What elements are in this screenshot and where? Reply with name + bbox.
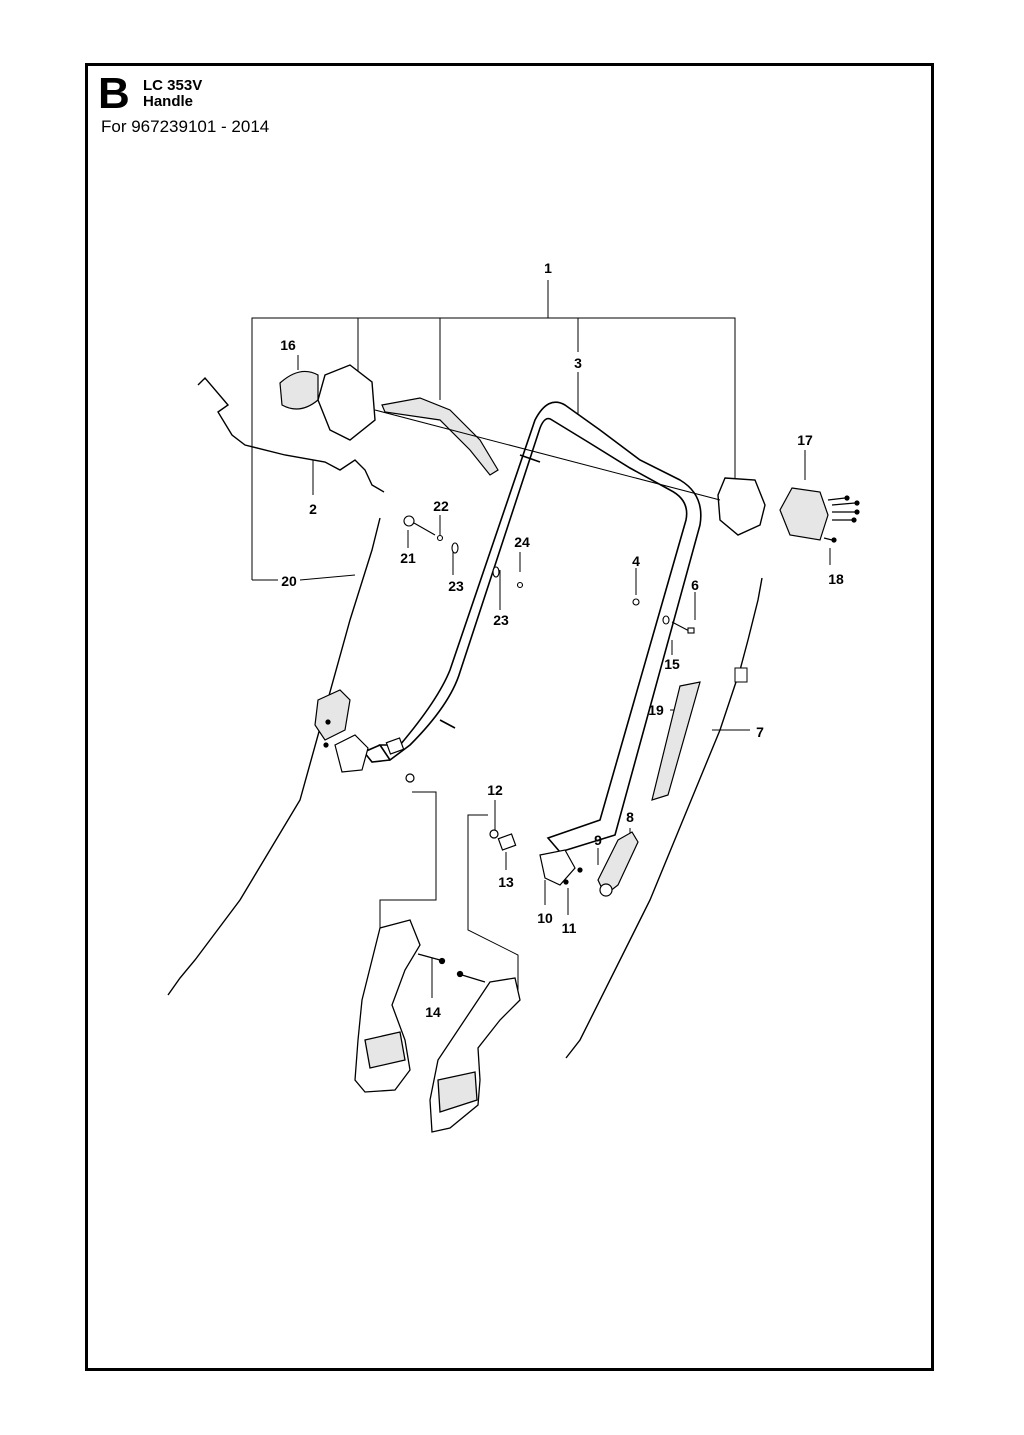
- part-7-cable-clip: [734, 667, 748, 683]
- handle-tube: [362, 401, 702, 853]
- callout-15: 15: [664, 656, 680, 672]
- callout-11: 11: [562, 920, 577, 936]
- right-lever-assembly: [489, 829, 639, 897]
- hardware-21-24: [403, 515, 524, 589]
- left-lever-assembly: [314, 689, 415, 783]
- part-19-grip: [651, 681, 701, 801]
- callout-13: 13: [498, 874, 514, 890]
- callout-7: 7: [756, 724, 764, 740]
- callout-19: 19: [648, 702, 664, 718]
- part-14-lower-brackets: [354, 919, 521, 1133]
- callout-16: 16: [280, 337, 296, 353]
- diagram-subtitle: Handle: [143, 93, 194, 110]
- section-letter: B: [98, 69, 130, 118]
- part-control-cable-top: [374, 409, 721, 501]
- part-20-cable: [167, 517, 381, 996]
- callout-17: 17: [797, 432, 813, 448]
- part-console-right: [717, 477, 766, 536]
- callout-21: 21: [400, 550, 416, 566]
- hardware-4-6-15: [632, 598, 695, 634]
- callout-3: 3: [574, 355, 582, 371]
- callout-22: 22: [433, 498, 449, 514]
- callout-12: 12: [487, 782, 503, 798]
- serial-line: For 967239101 - 2014: [101, 117, 270, 136]
- callout-14: 14: [425, 1004, 441, 1020]
- part-7-cable: [565, 577, 763, 1059]
- callout-24: 24: [514, 534, 530, 550]
- part-16-cap: [279, 370, 319, 410]
- page-frame: [85, 63, 934, 1371]
- leader-lines: [251, 280, 831, 998]
- callout-2: 2: [309, 501, 317, 517]
- callout-10: 10: [537, 910, 553, 926]
- model-name: LC 353V: [143, 77, 203, 94]
- callout-1: 1: [544, 260, 552, 276]
- callout-23a: 23: [448, 578, 464, 594]
- callout-20: 20: [281, 573, 297, 589]
- part-18-screws: [823, 495, 860, 543]
- callout-23b: 23: [493, 612, 509, 628]
- callout-numbers: 1 2 3 4 6 7 8 9 10 11 12 13 14 15 16 17 …: [280, 260, 844, 1020]
- part-top-lever: [381, 397, 499, 476]
- part-2-bail-wire: [197, 376, 385, 493]
- callout-4: 4: [632, 553, 640, 569]
- callout-6: 6: [691, 577, 699, 593]
- part-console-left: [317, 364, 376, 441]
- callout-8: 8: [626, 809, 634, 825]
- part-17-cover: [779, 487, 829, 541]
- callout-18: 18: [828, 571, 844, 587]
- callout-9: 9: [594, 832, 602, 848]
